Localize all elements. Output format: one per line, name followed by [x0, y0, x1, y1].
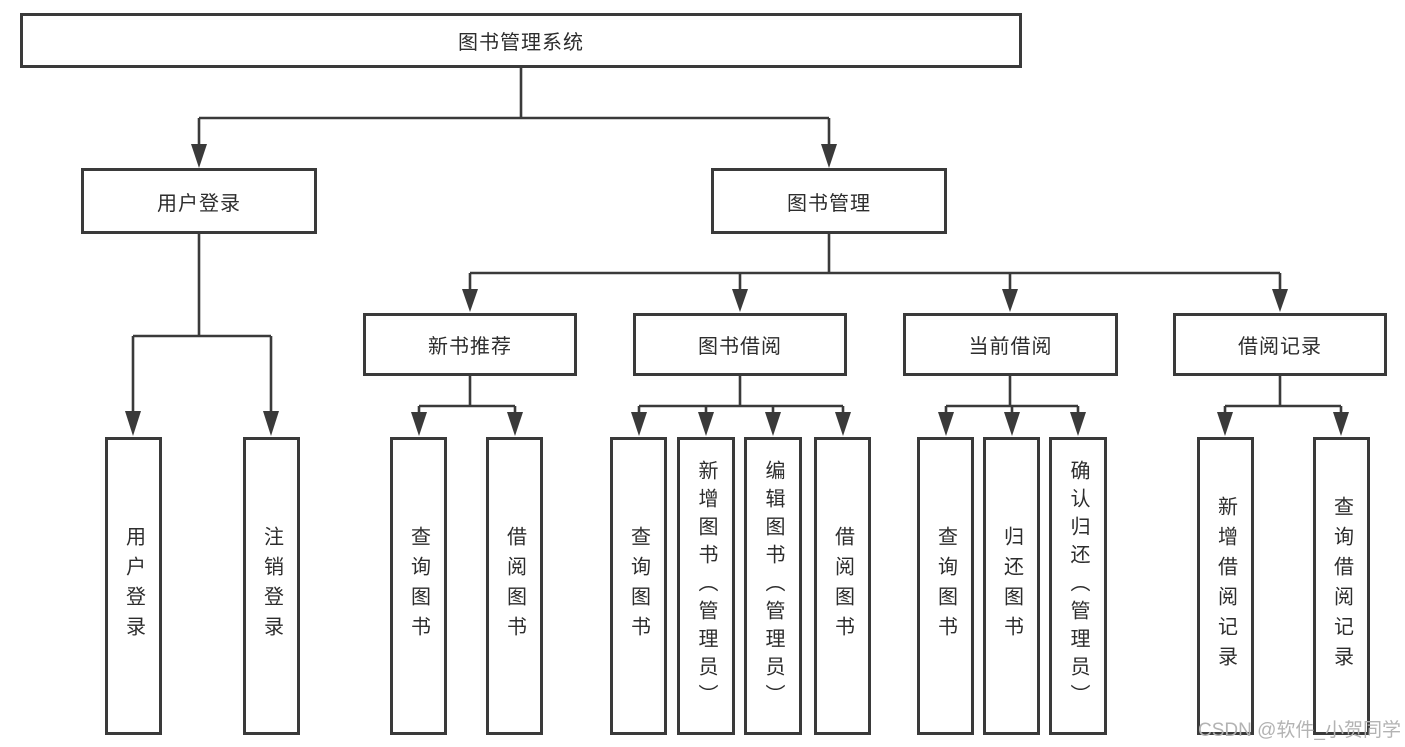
arrowhead-icon	[411, 412, 427, 436]
node-label: 确认归还（管理员）	[1067, 460, 1089, 712]
node-label: 查询图书	[627, 526, 650, 646]
connector-current-borrow-branch	[938, 376, 1086, 436]
leaf-add-books-admin: 新增图书（管理员）	[677, 437, 735, 735]
arrowhead-icon	[507, 412, 523, 436]
leaf-borrow-books: 借阅图书	[814, 437, 871, 735]
node-current-borrowing: 当前借阅	[903, 313, 1118, 376]
node-library-management-system: 图书管理系统	[20, 13, 1022, 68]
arrowhead-icon	[1070, 412, 1086, 436]
leaf-edit-books-admin: 编辑图书（管理员）	[744, 437, 802, 735]
leaf-query-books-recommend: 查询图书	[390, 437, 447, 735]
node-book-management: 图书管理	[711, 168, 947, 234]
leaf-add-borrow-record: 新增借阅记录	[1197, 437, 1254, 735]
csdn-watermark: CSDN @软件_小贺同学	[1198, 720, 1401, 741]
node-label: 新增图书（管理员）	[695, 460, 717, 712]
arrowhead-icon	[732, 289, 748, 312]
leaf-query-books-current: 查询图书	[917, 437, 974, 735]
connector-root-to-level2	[191, 68, 837, 168]
connector-new-book-branch	[411, 376, 523, 436]
node-label: 借阅图书	[831, 526, 854, 646]
arrowhead-icon	[125, 411, 141, 436]
node-label: 新增借阅记录	[1214, 496, 1237, 676]
arrowhead-icon	[1002, 289, 1018, 312]
node-label: 图书管理	[787, 192, 871, 215]
leaf-user-login: 用户登录	[105, 437, 162, 735]
node-new-book-recommend: 新书推荐	[363, 313, 577, 376]
arrowhead-icon	[1333, 412, 1349, 436]
arrowhead-icon	[835, 412, 851, 436]
connector-borrow-record-branch	[1217, 376, 1349, 436]
leaf-return-books: 归还图书	[983, 437, 1040, 735]
leaf-confirm-return-admin: 确认归还（管理员）	[1049, 437, 1107, 735]
node-borrowing-records: 借阅记录	[1173, 313, 1387, 376]
node-label: 注销登录	[260, 526, 283, 646]
arrowhead-icon	[462, 289, 478, 312]
leaf-logout: 注销登录	[243, 437, 300, 735]
node-label: 查询图书	[934, 526, 957, 646]
connector-book-mgmt-branch	[462, 234, 1288, 312]
node-label: 当前借阅	[968, 336, 1053, 358]
node-label: 用户登录	[157, 192, 241, 215]
node-label: 图书借阅	[698, 336, 782, 358]
node-label: 归还图书	[1000, 526, 1023, 646]
connector-user-login-branch	[125, 234, 279, 436]
arrowhead-icon	[263, 411, 279, 436]
leaf-query-borrow-record: 查询借阅记录	[1313, 437, 1370, 735]
node-label: 图书管理系统	[458, 32, 584, 54]
node-label: 新书推荐	[428, 336, 512, 358]
leaf-query-books-borrow: 查询图书	[610, 437, 667, 735]
arrowhead-icon	[1217, 412, 1233, 436]
node-label: 借阅记录	[1238, 336, 1322, 358]
arrowhead-icon	[191, 144, 207, 168]
node-book-borrowing: 图书借阅	[633, 313, 847, 376]
arrowhead-icon	[765, 412, 781, 436]
node-label: 查询图书	[407, 526, 430, 646]
node-label: 查询借阅记录	[1330, 496, 1353, 676]
node-user-login: 用户登录	[81, 168, 317, 234]
node-label: 编辑图书（管理员）	[762, 460, 784, 712]
connector-book-borrow-branch	[631, 376, 851, 436]
arrowhead-icon	[631, 412, 647, 436]
arrowhead-icon	[1004, 412, 1020, 436]
node-label: 借阅图书	[503, 526, 526, 646]
leaf-borrow-books-recommend: 借阅图书	[486, 437, 543, 735]
node-label: 用户登录	[122, 526, 145, 646]
arrowhead-icon	[698, 412, 714, 436]
arrowhead-icon	[821, 144, 837, 168]
arrowhead-icon	[1272, 289, 1288, 312]
arrowhead-icon	[938, 412, 954, 436]
